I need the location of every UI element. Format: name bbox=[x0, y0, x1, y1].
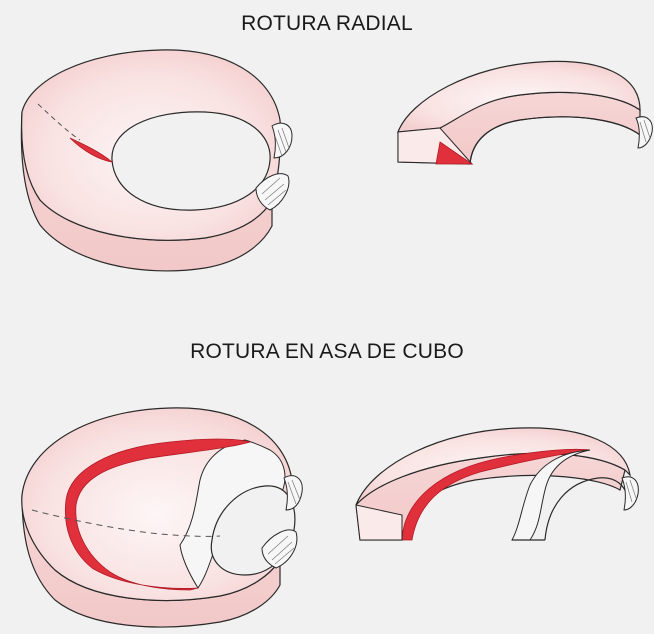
bh-posterior-horn-fibers bbox=[267, 535, 295, 565]
posterior-horn-fibers bbox=[261, 177, 287, 206]
section-inner-curve bbox=[469, 116, 641, 165]
radial-tear-full-meniscus bbox=[20, 49, 293, 272]
bh-anterior-horn-fibers bbox=[287, 479, 301, 505]
bh-section-horn-attachment bbox=[621, 476, 639, 511]
bucket-handle-full-meniscus bbox=[21, 407, 303, 628]
section-horn-attachment bbox=[635, 116, 653, 149]
radial-tear-section bbox=[397, 60, 653, 165]
bucket-handle-tear-title: ROTURA EN ASA DE CUBO bbox=[190, 340, 464, 363]
bh-section-inner-curve bbox=[544, 477, 629, 541]
section-top-surface bbox=[397, 60, 641, 133]
radial-tear-title: ROTURA RADIAL bbox=[241, 12, 413, 35]
section-horn-fibers bbox=[639, 119, 651, 143]
bh-section-horn-fibers bbox=[625, 479, 637, 503]
radial-tear-mark bbox=[69, 137, 114, 163]
bh-posterior-horn-attachment bbox=[261, 529, 298, 569]
section-radial-tear-wedge bbox=[435, 141, 474, 165]
meniscus-inner-opening bbox=[111, 111, 271, 211]
radial-tear-dashed-line bbox=[37, 103, 81, 141]
bh-tear-band bbox=[64, 438, 252, 591]
bucket-handle-section bbox=[355, 427, 639, 541]
bh-section-cut-face bbox=[355, 504, 403, 541]
posterior-horn-attachment bbox=[255, 173, 290, 211]
bh-section-top-surface bbox=[355, 427, 631, 506]
anterior-horn-fibers bbox=[274, 127, 290, 157]
